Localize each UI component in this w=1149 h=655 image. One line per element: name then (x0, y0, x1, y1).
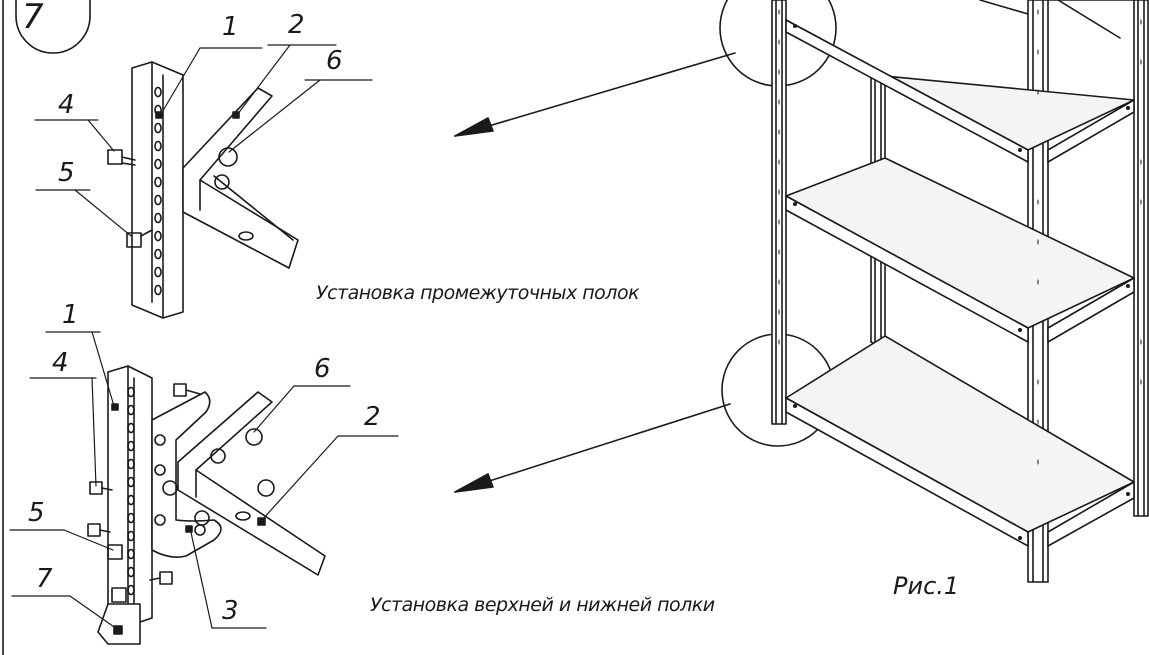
lower-nut-6c (257, 479, 275, 497)
upper-callout-1: 1 (222, 12, 239, 42)
shelving-unit (771, 0, 1149, 583)
lower-callout-4: 4 (52, 348, 69, 378)
upper-nut-6b (214, 174, 230, 190)
upper-bolt-5 (126, 229, 153, 248)
lower-leaders (9, 331, 399, 630)
lower-post-holes (127, 386, 135, 596)
upper-detail-drawing (34, 44, 373, 319)
upper-upright-post (131, 61, 184, 319)
lower-callout-3: 3 (222, 596, 239, 626)
lower-nut-6d (162, 480, 178, 496)
lower-callout-2: 2 (364, 402, 381, 432)
foot-plate (97, 603, 141, 645)
upper-callout-6: 6 (326, 46, 343, 76)
lower-callout-7: 7 (36, 564, 53, 594)
lower-callout-5: 5 (28, 498, 45, 528)
upper-shelf-corner (182, 87, 299, 269)
upper-leaders (34, 44, 373, 237)
lower-nut-6b (210, 448, 226, 464)
detail-arrows (454, 52, 736, 493)
step-badge-circle (15, 0, 91, 54)
lower-nut-6e (194, 510, 210, 526)
upper-post-holes (154, 86, 162, 296)
lower-callout-1: 1 (62, 300, 79, 330)
lower-detail-drawing (9, 331, 399, 645)
lower-shelf-corner (177, 391, 326, 576)
top-bottom-shelves-caption: Установка верхней и нижней полки (370, 594, 715, 616)
upper-nut-6a (218, 147, 238, 167)
upper-shelf-slot (238, 231, 254, 241)
lower-nut-6a (245, 428, 263, 446)
upper-callout-4: 4 (58, 90, 75, 120)
upper-callout-5: 5 (58, 158, 75, 188)
upper-bolt-4 (107, 149, 136, 166)
upper-callout-2: 2 (288, 10, 305, 40)
upper-pin-2 (232, 111, 240, 119)
intermediate-shelves-caption: Установка промежуточных полок (316, 282, 640, 304)
figure-label: Рис.1 (893, 572, 960, 600)
upper-pin-1 (155, 111, 163, 119)
lower-callout-6: 6 (314, 354, 331, 384)
corner-gusset-plate (151, 391, 222, 558)
step-badge-number: 7 (22, 0, 44, 37)
